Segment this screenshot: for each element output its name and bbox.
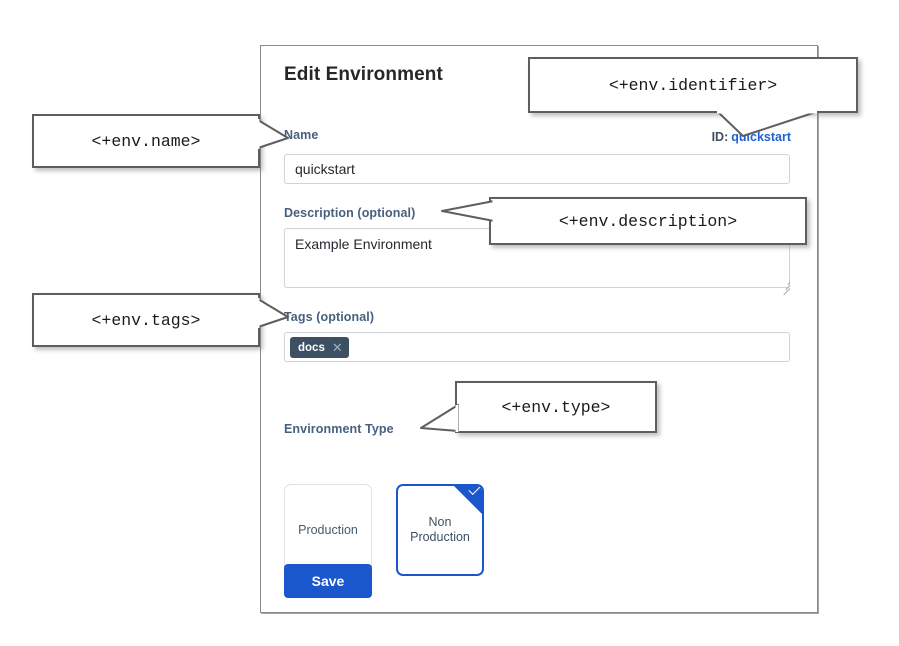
callout-env-description: <+env.description> bbox=[489, 197, 807, 245]
environment-type-option-label-line2: Production bbox=[410, 530, 470, 544]
environment-type-option-production[interactable]: Production bbox=[284, 484, 372, 576]
callout-env-identifier-tail bbox=[698, 110, 818, 142]
callout-env-identifier: <+env.identifier> bbox=[528, 57, 858, 113]
callout-env-type: <+env.type> bbox=[455, 381, 657, 433]
callout-env-tags-text: <+env.tags> bbox=[91, 310, 201, 330]
callout-env-name: <+env.name> bbox=[32, 114, 260, 168]
environment-type-option-non-production[interactable]: Non Production bbox=[396, 484, 484, 576]
tags-input[interactable]: docs ✕ bbox=[284, 332, 790, 362]
callout-env-identifier-text: <+env.identifier> bbox=[608, 75, 778, 95]
callout-env-description-tail bbox=[440, 199, 496, 225]
edit-environment-dialog: Edit Environment Name ID:quickstart Desc… bbox=[260, 45, 818, 613]
tag-chip[interactable]: docs ✕ bbox=[290, 337, 349, 358]
callout-env-name-text: <+env.name> bbox=[91, 131, 201, 151]
page-title: Edit Environment bbox=[284, 64, 443, 85]
environment-id-label: ID: bbox=[711, 130, 729, 144]
environment-type-option-label: Production bbox=[298, 522, 358, 537]
save-button[interactable]: Save bbox=[284, 564, 372, 598]
name-label: Name bbox=[284, 128, 319, 142]
callout-env-tags-tail bbox=[256, 297, 290, 333]
callout-env-description-text: <+env.description> bbox=[558, 211, 738, 231]
name-input[interactable] bbox=[284, 154, 790, 184]
callout-env-name-tail bbox=[256, 118, 290, 154]
callout-env-tags: <+env.tags> bbox=[32, 293, 260, 347]
description-label: Description (optional) bbox=[284, 206, 416, 220]
tag-chip-label: docs bbox=[298, 341, 325, 354]
tags-label: Tags (optional) bbox=[284, 310, 375, 324]
environment-type-option-label-line1: Non bbox=[428, 515, 452, 529]
callout-env-type-tail bbox=[418, 403, 478, 435]
environment-type-label: Environment Type bbox=[284, 422, 394, 436]
close-icon[interactable]: ✕ bbox=[331, 340, 343, 355]
callout-env-type-text: <+env.type> bbox=[501, 397, 611, 417]
